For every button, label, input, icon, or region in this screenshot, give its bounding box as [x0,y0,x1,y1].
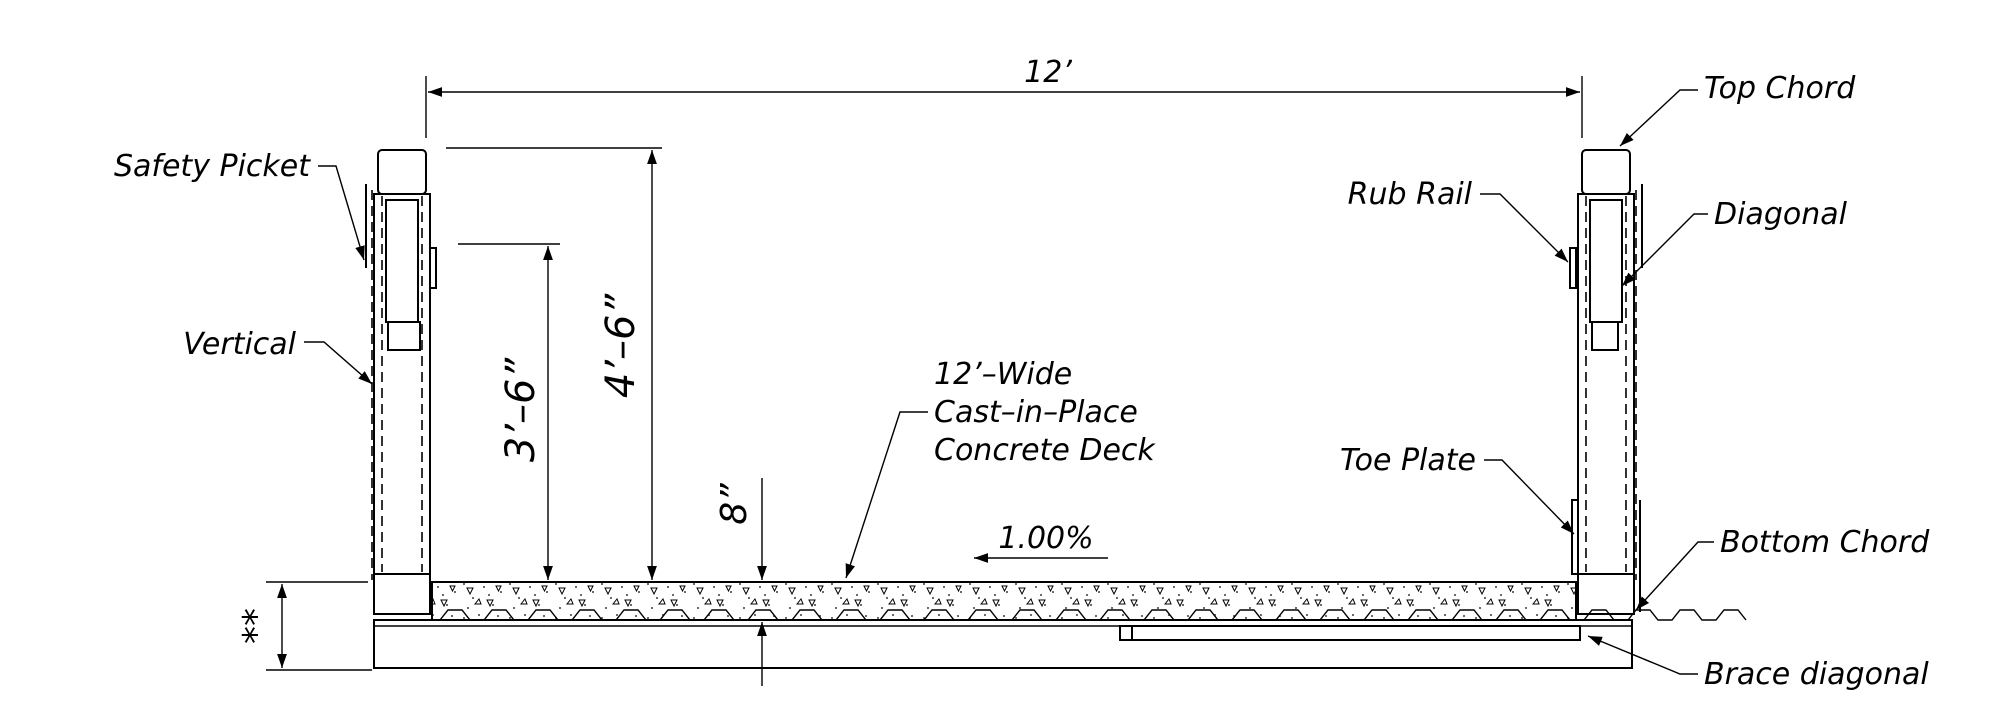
right-truss [1569,149,1643,615]
right-toe-plate [1571,499,1579,575]
toe-plate-label: Toe Plate [1340,443,1476,478]
callout-diagonal: Diagonal [1621,197,1848,287]
brace-diagonal-label: Brace diagonal [1704,657,1929,692]
right-diagonal [1589,199,1623,323]
left-top-chord [377,149,427,195]
deck-label-line2: Cast–in–Place [934,395,1138,430]
left-diagonal [385,199,419,323]
top-chord-label: Top Chord [1704,71,1856,106]
deck-thickness-label: 8” [714,483,755,525]
floor-beam [373,619,1633,669]
deck-label-line3: Concrete Deck [934,433,1156,468]
callout-toe-plate: Toe Plate [1340,443,1575,535]
left-truss [365,149,437,615]
callout-vertical: Vertical [183,327,373,385]
right-rub-rail [1569,247,1577,289]
callout-bottom-chord: Bottom Chord [1635,525,1930,611]
rub-rail-label: Rub Rail [1348,177,1473,212]
bottom-chord-label: Bottom Chord [1720,525,1930,560]
slope-label: 1.00% [998,521,1093,556]
callout-safety-picket: Safety Picket [114,149,365,261]
vertical-label: Vertical [183,327,297,362]
left-rub-rail [429,247,437,289]
dimension-deck-thickness: 8” [714,478,767,686]
diagonal-label: Diagonal [1714,197,1848,232]
rail-height-lower-label: 3’–6” [498,358,544,463]
slope-indicator: 1.00% [974,521,1108,563]
dimension-depth: ** [236,581,372,671]
span-dimension-label: 12’ [1024,55,1072,90]
depth-dimension-label: ** [236,608,277,644]
callout-rub-rail: Rub Rail [1348,177,1569,263]
concrete-deck [373,581,1747,669]
callout-deck: 12’–Wide Cast–in–Place Concrete Deck [845,357,1156,579]
dimension-span: 12’ [425,55,1583,138]
callout-brace-diagonal: Brace diagonal [1587,635,1929,692]
callout-top-chord: Top Chord [1619,71,1856,147]
deck-label-line1: 12’–Wide [934,357,1072,392]
dimension-rail-height-upper: 4’–6” [446,147,662,580]
left-bottom-chord [373,573,431,615]
right-bottom-chord [1577,573,1635,615]
brace-diagonal [1119,625,1581,641]
right-top-chord [1581,149,1631,195]
dimension-rail-height-lower: 3’–6” [458,243,560,580]
safety-picket-label: Safety Picket [114,149,311,184]
rail-height-upper-label: 4’–6” [598,294,644,399]
